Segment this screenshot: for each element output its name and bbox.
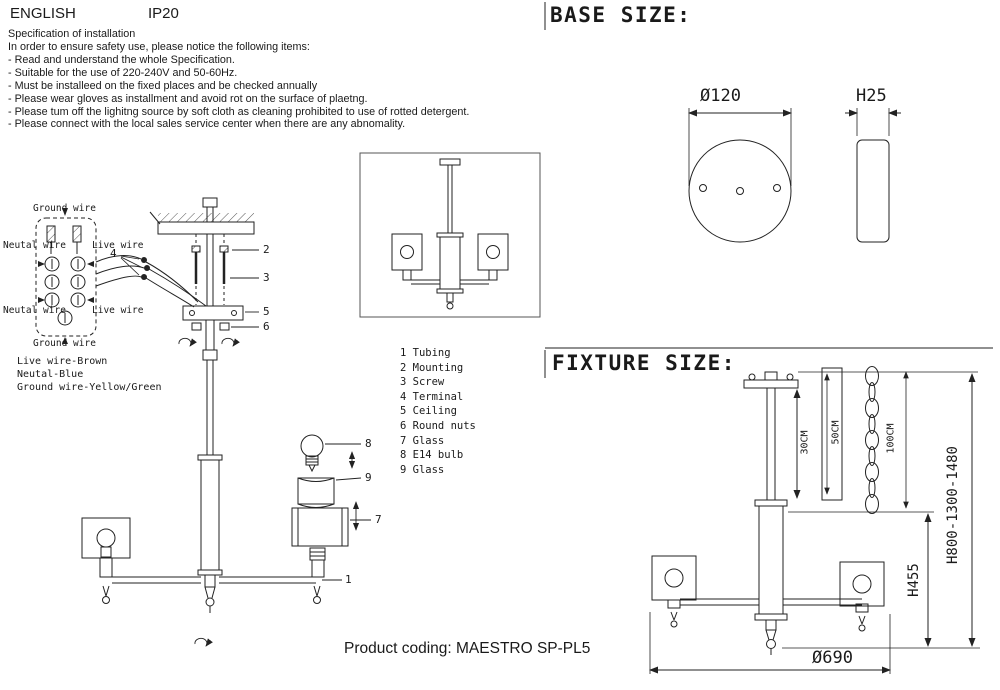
chain-length-dim: 100CM: [885, 423, 897, 454]
callout-5: 5: [263, 305, 270, 318]
parts-list: 1 Tubing 2 Mounting 3 Screw 4 Terminal 5…: [400, 346, 476, 477]
part-item: 4 Terminal: [400, 390, 464, 403]
callout-3: 3: [263, 271, 270, 284]
live-wire-bottom-label: Live wire: [92, 305, 144, 316]
legend-neutral: Neutal-Blue: [17, 369, 84, 380]
part-item: 7 Glass: [400, 434, 445, 447]
base-drawing: [688, 108, 901, 243]
ip-rating-label: IP20: [148, 5, 179, 22]
spec-line: - Must be installeed on the fixed places…: [8, 79, 318, 92]
spec-line: - Please tum off the lighitng source by …: [8, 105, 470, 118]
fixture-diameter-dim: Ø690: [812, 648, 853, 668]
exploded-diagram: [81, 197, 349, 647]
callout-1: 1: [345, 573, 352, 586]
rod-length-dim: 30CM: [799, 430, 811, 455]
legend-live: Live wire-Brown: [17, 356, 108, 367]
spec-title: Specification of installation: [8, 28, 136, 40]
part-item: 5 Ceiling: [400, 405, 457, 418]
part-item: 3 Screw: [400, 376, 445, 389]
spec-line: - Please connect with the local sales se…: [8, 118, 406, 131]
base-diameter-dim: Ø120: [700, 86, 741, 106]
fixture-size-title: FIXTURE SIZE:: [552, 351, 736, 375]
neutral-wire-top-label: Neutal wire: [3, 240, 66, 251]
wire-leads: [95, 255, 207, 308]
part-item: 9 Glass: [400, 463, 445, 476]
spec-instructions: In order to ensure safety use, please no…: [8, 41, 469, 131]
ground-wire-top-label: Ground wire: [33, 203, 96, 214]
callout-6: 6: [263, 320, 270, 333]
body-height-dim: H455: [906, 563, 922, 597]
assembled-overview-diagram: [359, 152, 541, 318]
spec-line: - Please wear gloves as installment and …: [8, 92, 368, 105]
base-height-dim: H25: [856, 86, 887, 106]
callout-9: 9: [365, 471, 372, 484]
section-dividers: [544, 2, 993, 378]
product-coding: Product coding: MAESTRO SP-PL5: [344, 640, 591, 657]
spec-line: In order to ensure safety use, please no…: [8, 41, 310, 53]
spec-line: - Read and understand the whole Specific…: [8, 53, 235, 66]
legend-ground: Ground wire-Yellow/Green: [17, 382, 162, 393]
callout-8: 8: [365, 437, 372, 450]
callout-2: 2: [263, 243, 270, 256]
overall-height-dim: H800-1300-1480: [945, 446, 961, 565]
rod-option-length-dim: 50CM: [830, 420, 842, 445]
part-item: 2 Mounting: [400, 361, 464, 374]
part-item: 1 Tubing: [400, 347, 451, 359]
part-item: 6 Round nuts: [400, 419, 476, 432]
base-size-title: BASE SIZE:: [550, 3, 692, 27]
live-wire-top-label: Live wire: [92, 240, 144, 251]
callout-7: 7: [375, 513, 382, 526]
part-item: 8 E14 bulb: [400, 449, 464, 462]
terminal-block-diagram: [35, 208, 97, 344]
callout-4: 4: [110, 247, 117, 260]
callout-leaders: [230, 249, 371, 581]
spec-line: - Suitable for the use of 220-240V and 5…: [8, 66, 238, 79]
wire-color-legend: Live wire-Brown Neutal-Blue Ground wire-…: [17, 355, 162, 394]
language-label: ENGLISH: [10, 5, 76, 22]
ground-wire-bottom-label: Ground wire: [33, 338, 96, 349]
neutral-wire-bottom-label: Neutal wire: [3, 305, 66, 316]
fixture-drawing: [649, 366, 980, 674]
